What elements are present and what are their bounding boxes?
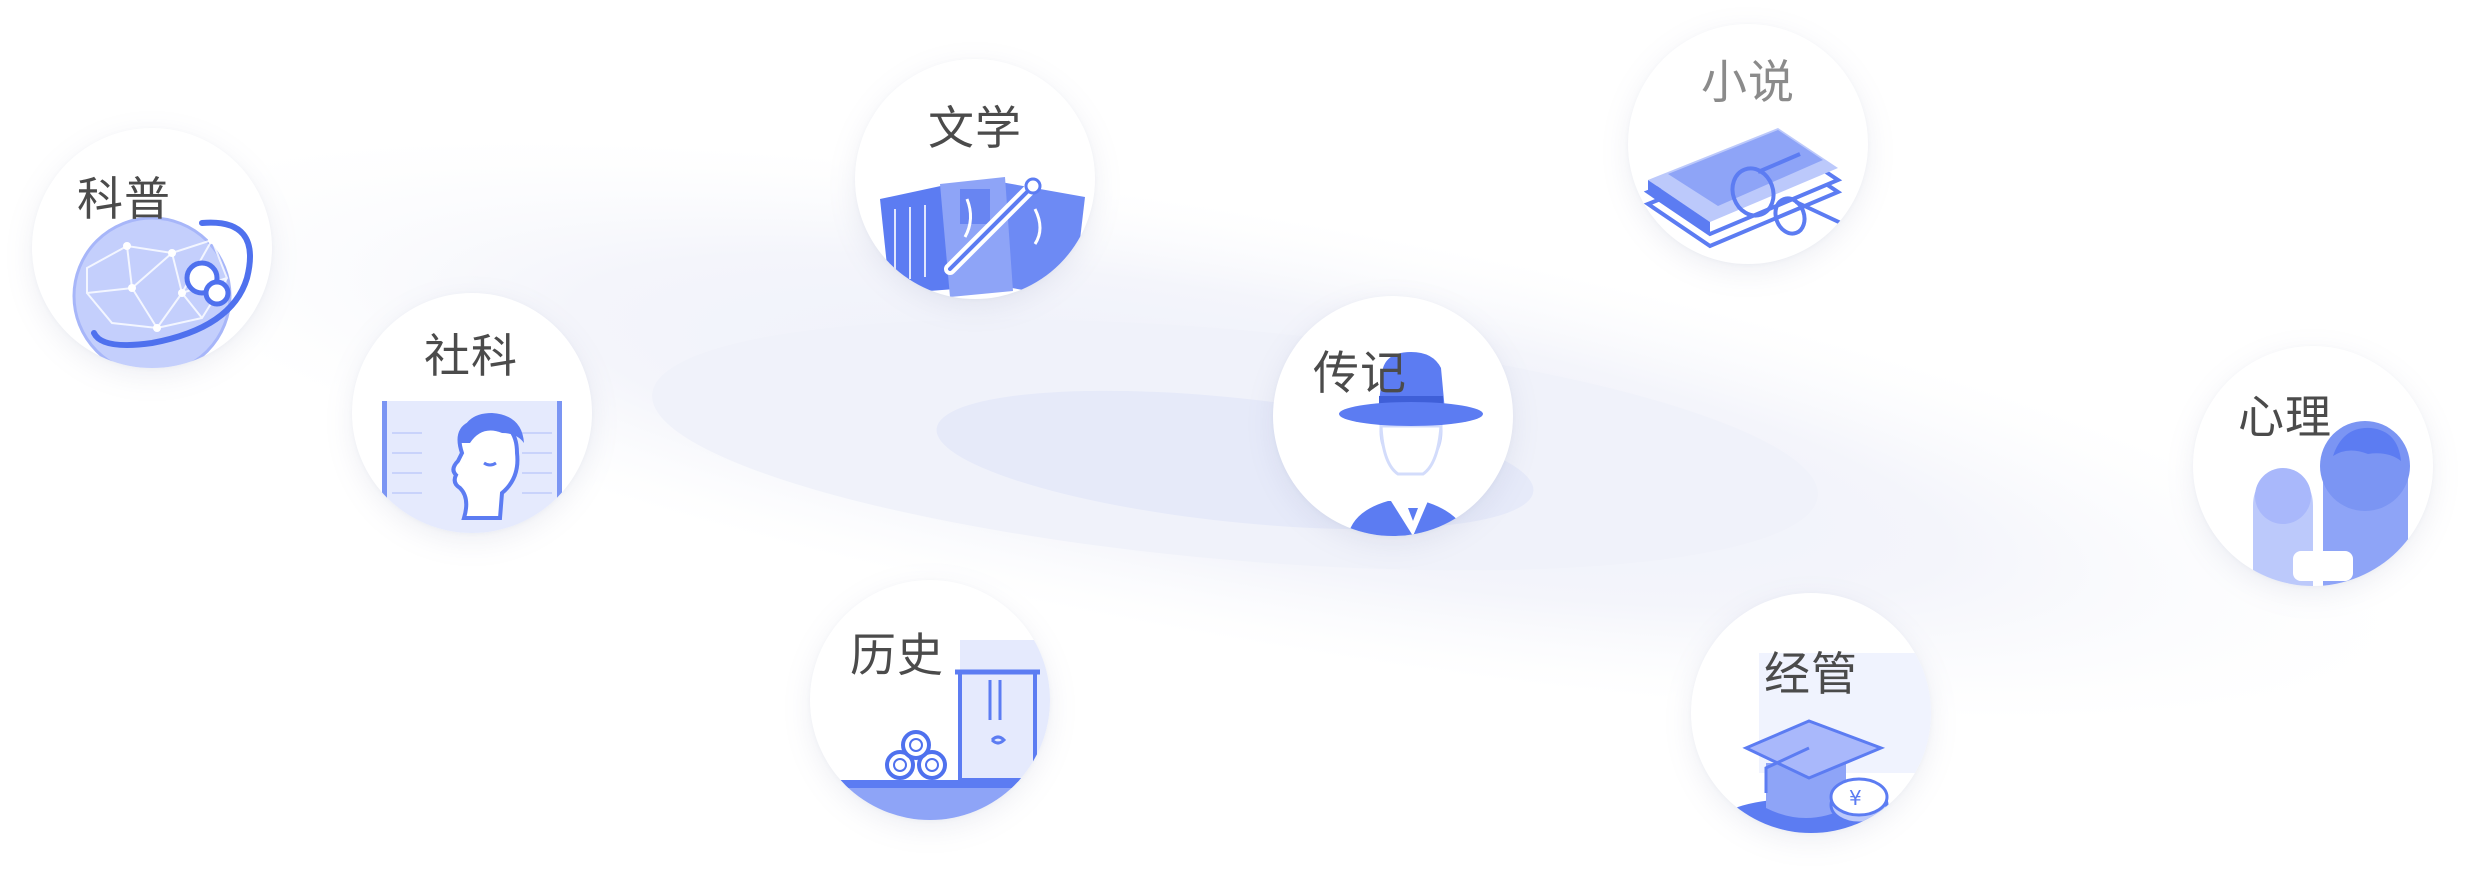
category-label: 社科 xyxy=(424,329,518,383)
category-label: 经管 xyxy=(1764,647,1858,701)
graduation-cap-icon: ¥ xyxy=(1724,653,1931,833)
category-bubble-xinli[interactable]: 心理 xyxy=(2193,346,2433,586)
category-label: 心理 xyxy=(2238,390,2332,444)
category-bubble-kepu[interactable]: 科普 xyxy=(32,128,272,368)
heads-icon xyxy=(2253,421,2410,586)
category-bubble-sheke[interactable]: 社科 xyxy=(352,293,592,533)
category-label: 传记 xyxy=(1313,346,1407,400)
globe-icon xyxy=(72,216,253,368)
category-label: 科普 xyxy=(77,172,171,226)
category-label: 小说 xyxy=(1701,55,1795,109)
category-bubble-zhuanji[interactable]: 传记 xyxy=(1273,296,1513,536)
books-glasses-icon xyxy=(1643,128,1844,249)
category-bubble-xiaoshuo[interactable]: 小说 xyxy=(1628,24,1868,264)
hat-man-icon xyxy=(1339,352,1483,536)
category-bubble-jingguan[interactable]: ¥ 经管 xyxy=(1691,593,1931,833)
brush-scroll-icon xyxy=(880,177,1085,299)
category-label: 文学 xyxy=(928,101,1022,155)
category-label: 历史 xyxy=(850,628,944,682)
statue-head-icon xyxy=(382,401,562,533)
scroll-frame-icon xyxy=(830,640,1050,820)
svg-text:¥: ¥ xyxy=(1849,786,1862,810)
category-bubble-wenxue[interactable]: 文学 xyxy=(855,59,1095,299)
category-bubble-lishi[interactable]: 历史 xyxy=(810,580,1050,820)
